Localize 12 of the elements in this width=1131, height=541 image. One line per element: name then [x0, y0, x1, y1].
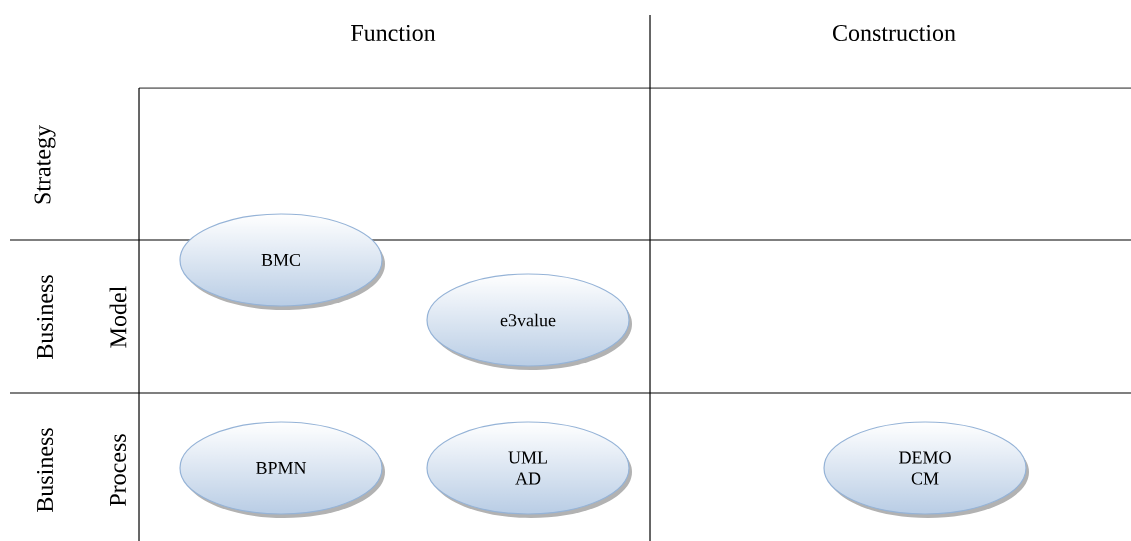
ellipse-node: DEMO CM — [823, 421, 1029, 518]
ellipse-node: e3value — [426, 273, 632, 370]
header-label: Model — [109, 286, 127, 348]
header-label: Construction — [833, 24, 956, 42]
header-label: Business — [36, 428, 54, 512]
ellipse-node: UML AD — [426, 421, 632, 518]
header-label: Process — [110, 434, 126, 506]
header-label: Function — [351, 24, 436, 42]
ellipse-node: BPMN — [179, 421, 385, 518]
ellipse-node: BMC — [179, 213, 385, 310]
header-label: Business — [36, 275, 54, 359]
header-label: Strategy — [34, 125, 56, 204]
